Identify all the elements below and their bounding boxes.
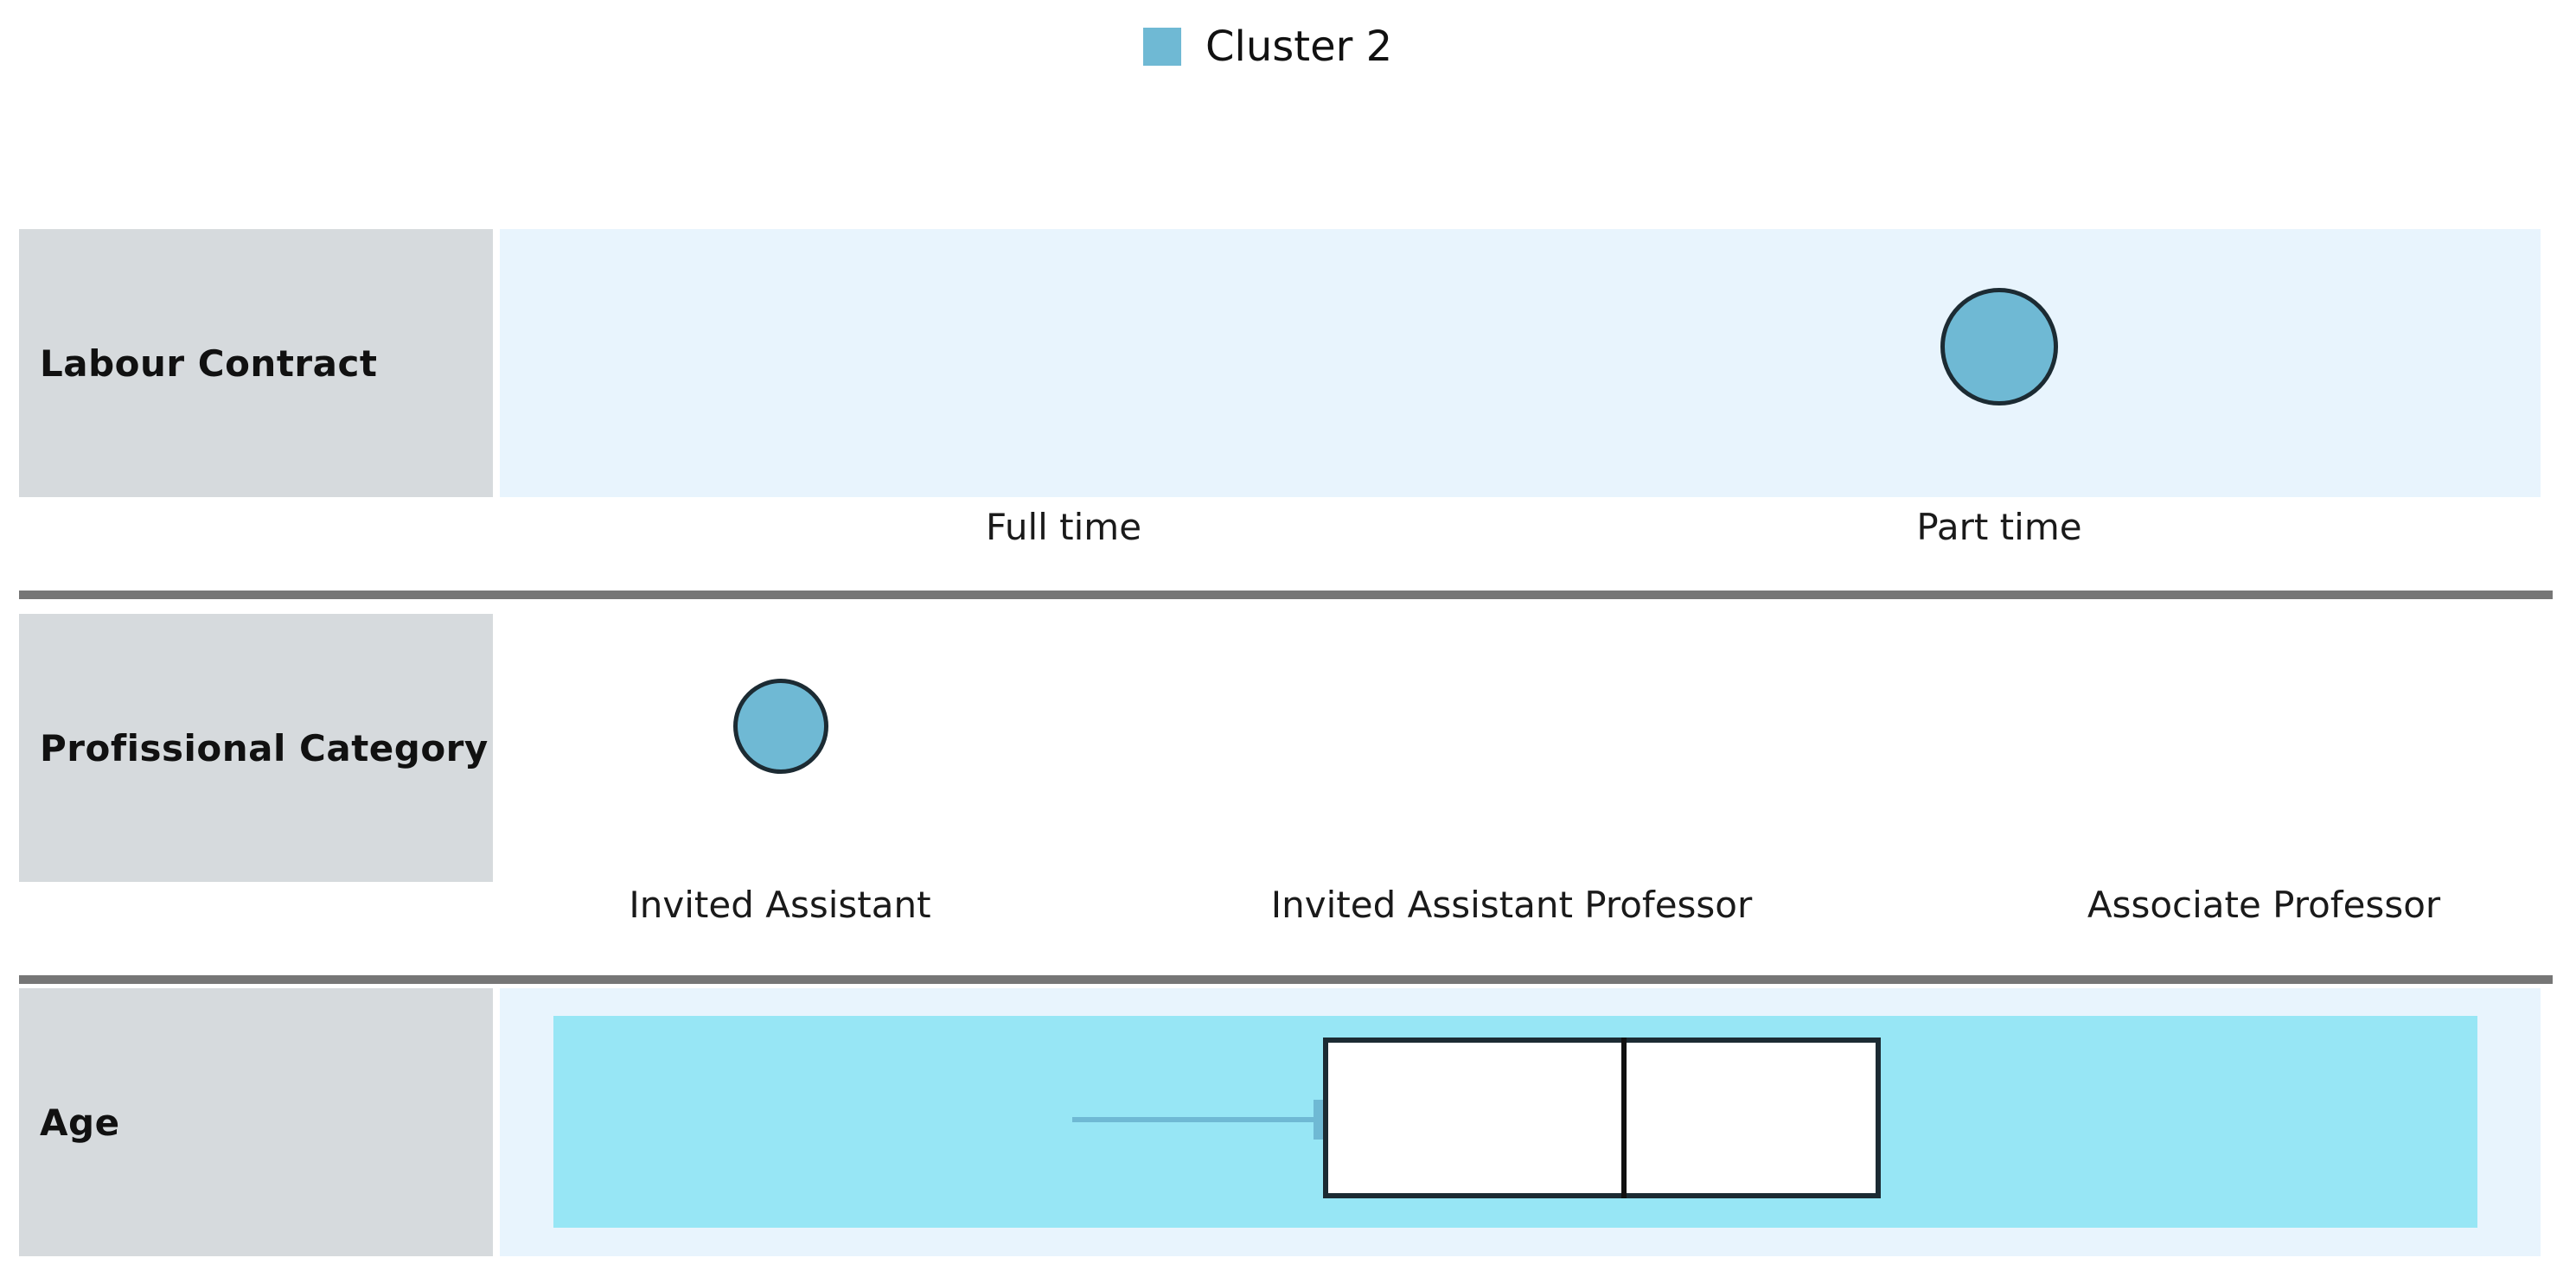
row-label-labour-contract: Labour Contract [19, 229, 493, 497]
boxplot-box[interactable] [1323, 1038, 1881, 1198]
tick-label-invited-assistant: Invited Assistant [629, 884, 931, 926]
panel-age: Age [0, 988, 2576, 1277]
panel-profissional-category: Profissional Category [0, 614, 2576, 960]
bubble-marker-invited-assistant[interactable] [733, 679, 828, 774]
row-label-text: Profissional Category [40, 726, 489, 769]
bubble-marker-part-time[interactable] [1940, 288, 2058, 405]
panel-divider-1 [19, 591, 2553, 599]
tick-label-invited-assistant-professor: Invited Assistant Professor [1270, 884, 1753, 926]
legend-item-label: Cluster 2 [1205, 22, 1393, 71]
row-label-profissional-category: Profissional Category [19, 614, 493, 882]
boxplot-median-line [1621, 1038, 1627, 1198]
row-label-age: Age [19, 988, 493, 1256]
legend-item-cluster-2[interactable]: Cluster 2 [1143, 26, 1392, 67]
tick-label-full-time: Full time [985, 506, 1142, 548]
panel-divider-2 [19, 975, 2553, 984]
panel-labour-contract: Labour Contract [0, 229, 2576, 506]
row-label-text: Age [40, 1101, 120, 1144]
tick-label-associate-professor: Associate Professor [2087, 884, 2441, 926]
tick-label-part-time: Part time [1916, 506, 2082, 548]
square-swatch-icon [1143, 28, 1181, 66]
plot-band-labour-contract [500, 229, 2541, 497]
row-label-text: Labour Contract [40, 342, 378, 385]
chart-legend: Cluster 2 [0, 0, 2576, 112]
